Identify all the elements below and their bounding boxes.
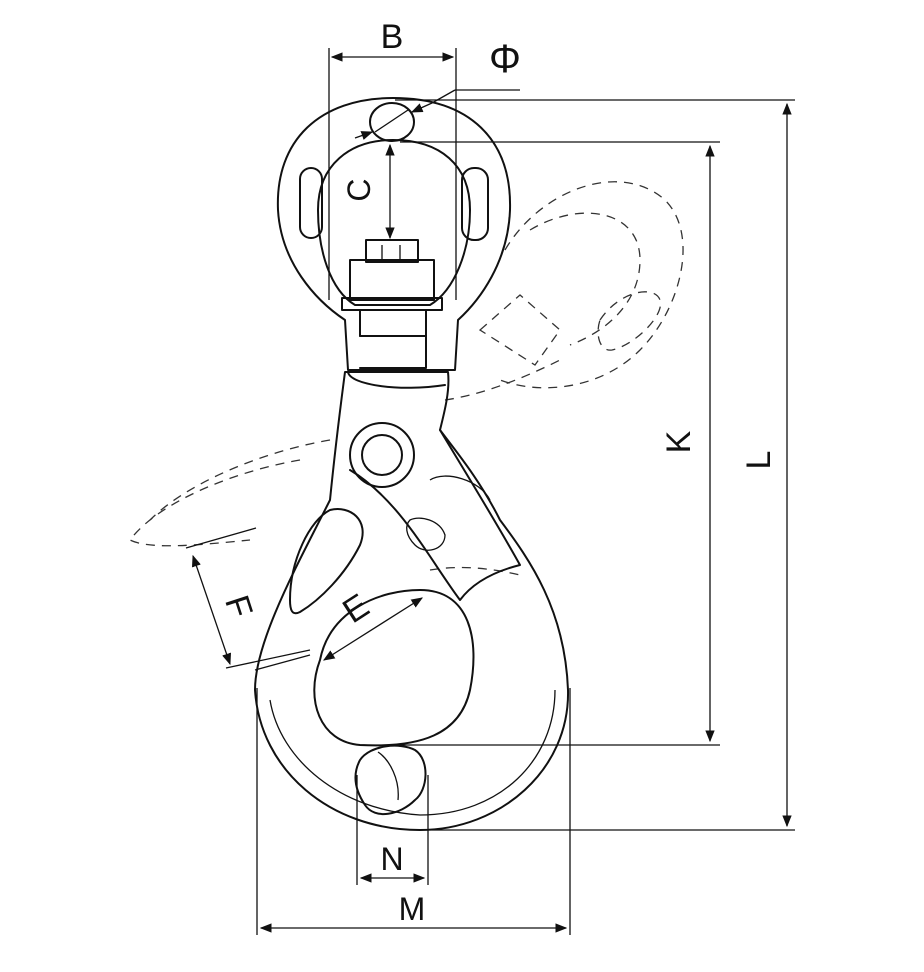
label-l: L bbox=[740, 451, 778, 470]
dimension-lines bbox=[185, 48, 795, 935]
label-b: B bbox=[381, 18, 404, 56]
label-f: F bbox=[217, 591, 260, 623]
swivel-eye bbox=[276, 97, 512, 371]
label-m: M bbox=[399, 891, 426, 927]
label-phi: Φ bbox=[489, 37, 521, 81]
label-n: N bbox=[380, 841, 403, 877]
label-k: K bbox=[660, 430, 698, 453]
label-c: C bbox=[341, 178, 377, 201]
label-e: E bbox=[336, 587, 376, 631]
hook-body bbox=[254, 371, 570, 831]
